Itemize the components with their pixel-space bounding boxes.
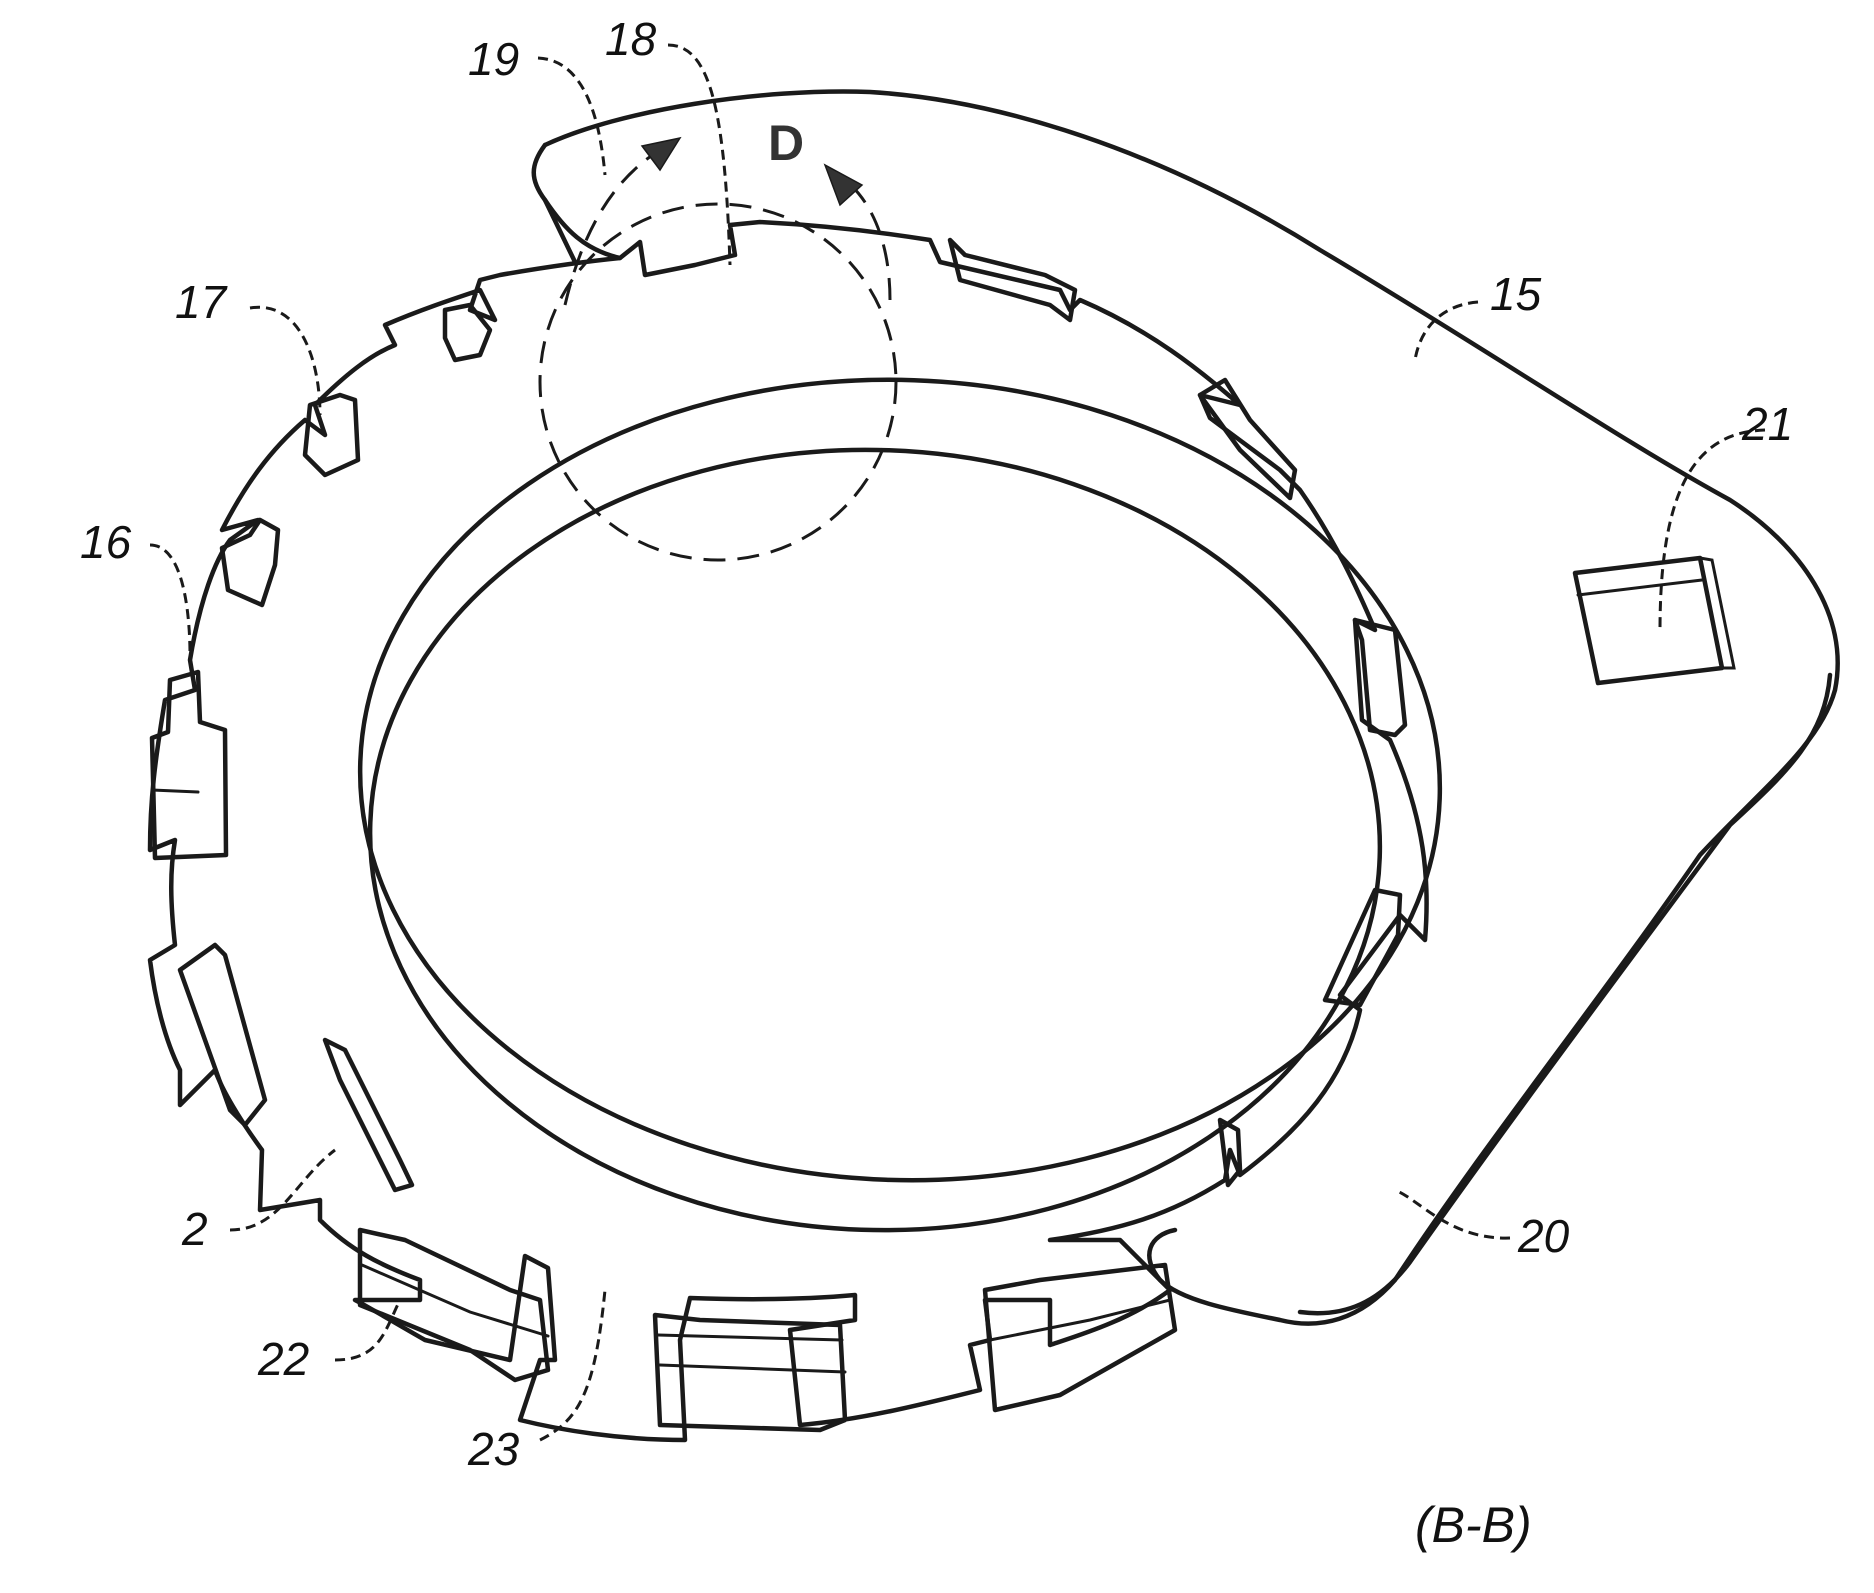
label-20: 20	[1517, 1210, 1570, 1262]
rotation-path-left	[565, 150, 660, 305]
view-label: (B-B)	[1415, 1497, 1532, 1553]
inner-bore-edge	[357, 433, 1394, 1248]
mounting-plate	[534, 92, 1838, 1324]
square-window	[1575, 558, 1734, 683]
leader-19	[538, 58, 605, 175]
label-17: 17	[175, 276, 228, 328]
arrowhead-right-icon	[825, 165, 862, 205]
label-16: 16	[80, 516, 132, 568]
rotation-path-right	[845, 180, 890, 300]
arrowhead-left-icon	[642, 138, 680, 170]
detail-label: D	[768, 115, 804, 171]
label-2: 2	[181, 1203, 208, 1255]
leader-21	[1660, 430, 1765, 630]
labels: 19 18 D 15 17 21 16 2 20 22 23 (B-B)	[80, 13, 1793, 1553]
label-21: 21	[1741, 398, 1793, 450]
label-15: 15	[1490, 268, 1542, 320]
detail-d-callout	[540, 138, 896, 560]
leader-18	[668, 45, 730, 265]
toothed-ring	[150, 222, 1427, 1440]
leader-15	[1415, 302, 1478, 360]
leader-16	[150, 545, 190, 655]
leader-17	[250, 307, 320, 415]
label-23: 23	[467, 1423, 520, 1475]
label-18: 18	[605, 13, 657, 65]
label-22: 22	[257, 1333, 309, 1385]
label-19: 19	[468, 33, 519, 85]
